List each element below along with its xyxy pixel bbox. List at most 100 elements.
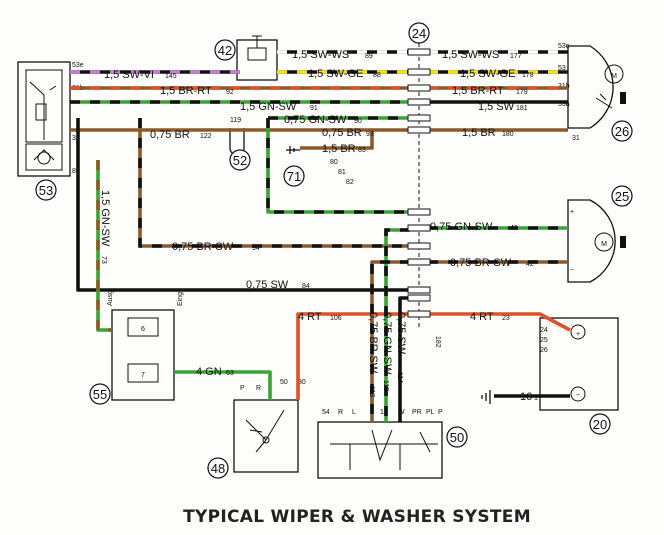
pump-motor-symbol: M (601, 241, 607, 248)
wire-num-181: 181 (516, 105, 528, 112)
wire-label-gn-sw-43: 0,75 GN-SW (430, 221, 493, 233)
wire-num-119: 119 (230, 117, 241, 124)
wire-label-br-sw-113: 0,75 BR-SW (367, 312, 379, 374)
wire-num-25: 25 (540, 337, 548, 344)
connector-terminal (407, 224, 431, 232)
wire-num-122: 122 (200, 133, 212, 140)
component-25: M 25 + − (567, 185, 633, 283)
wire-label-sw-vi: 1,5 SW-VI (104, 69, 154, 81)
wire-label-16: 16 (520, 391, 532, 403)
term-53e: 53e (72, 62, 84, 69)
term-50-PR: PR (412, 409, 422, 416)
component-48: P R L 50 30 48 (207, 379, 306, 479)
connector-terminal (407, 98, 431, 106)
wire-label-sw-ws-a: 1,5 SW-WS (292, 49, 349, 61)
wire-label-rt-106: 4 RT (298, 311, 322, 323)
wire-num-180: 180 (502, 131, 514, 138)
wire-label-br-122: 0,75 BR (150, 129, 190, 141)
connector-terminal (407, 84, 431, 92)
term-55-eing: Eing (177, 292, 184, 306)
component-52: 52 (229, 128, 251, 171)
connector-terminal (407, 310, 431, 318)
wire-num-91: 91 (310, 105, 318, 112)
component-20: + − 20 (539, 317, 619, 435)
wire-sw-114 (398, 296, 410, 422)
wire-group (70, 48, 571, 422)
wire-num-145: 145 (165, 73, 177, 80)
wire-90-down-stripe (266, 118, 410, 214)
wire-num-179: 179 (516, 89, 528, 96)
wire-label-rt-23: 4 RT (470, 311, 494, 323)
term-26-53a: 53a (558, 101, 570, 108)
label-53: 53 (39, 183, 53, 198)
component-24: 24 (408, 22, 430, 330)
wire-br-83 (300, 130, 374, 150)
label-20: 20 (593, 417, 607, 432)
wire-label-br-sw-94: 0,75 BR-SW (172, 241, 234, 253)
wire-num-1: 1 (534, 395, 538, 402)
wire-label-gn-sw-73: 1,5 GN-SW (99, 190, 111, 247)
term-50-R: R (338, 409, 343, 416)
component-42: 42 (214, 35, 278, 81)
term-31: 31 (72, 135, 80, 142)
wire-gn-sw-115-stripe (384, 228, 410, 422)
wire-label-sw-181: 1,5 SW (478, 101, 515, 113)
label-48: 48 (211, 461, 225, 476)
term-48-R: R (256, 385, 261, 392)
wire-label-sw-84: 0,75 SW (246, 279, 289, 291)
wire-label-gn-sw-115: 0,75 GN-SW (381, 312, 393, 375)
wire-gn-sw-73-stripe (96, 160, 112, 332)
term-48-50: 50 (280, 379, 288, 386)
wire-label-br-rt-a: 1,5 BR-RT (160, 85, 212, 97)
wire-label-br-83: 1,5 BR (322, 143, 356, 155)
connector-terminal (407, 258, 431, 266)
term-48-30: 30 (298, 379, 306, 386)
wire-label-br-93: 0,75 BR (322, 127, 362, 139)
term-55-ausg: Ausg (107, 290, 114, 306)
wire-num-83: 83 (358, 147, 366, 154)
term-55-7: 7 (141, 372, 145, 379)
component-50: 54 R L 15 W PR PL P 50 (317, 409, 468, 479)
ground-symbol (481, 390, 491, 404)
motor-symbol: M (611, 73, 617, 80)
wire-label-br-rt-b: 1,5 BR-RT (452, 85, 504, 97)
component-71: 71 (283, 146, 305, 187)
label-50: 50 (450, 430, 464, 445)
term-55-6: 6 (141, 326, 145, 333)
wire-label-gn-sw: 1,5 GN-SW (240, 101, 297, 113)
wire-num-24: 24 (540, 327, 548, 334)
wire-num-23: 23 (502, 315, 510, 322)
wire-num-89: 89 (365, 53, 373, 60)
wire-br-sw-113-stripe (370, 260, 410, 422)
wire-num-42: 42 (526, 261, 534, 268)
wire-num-80: 80 (330, 159, 338, 166)
wire-num-26: 26 (540, 347, 548, 354)
wire-label-sw-114: 0,75 SW (395, 312, 407, 355)
term-85: 85 (72, 168, 80, 175)
label-42: 42 (218, 43, 232, 58)
wire-num-93: 93 (366, 131, 374, 138)
connector-terminal (407, 286, 431, 294)
term-50-54: 54 (322, 409, 330, 416)
wire-num-92: 92 (226, 89, 234, 96)
wire-num-84: 84 (302, 283, 310, 290)
wire-num-43: 43 (510, 225, 518, 232)
label-25: 25 (615, 189, 629, 204)
term-26-53e: 53e (558, 43, 570, 50)
label-26: 26 (615, 124, 629, 139)
wire-num-73: 73 (100, 256, 107, 264)
wire-label-gn-sw-90: 0,75 GN-SW (284, 114, 347, 126)
label-24: 24 (412, 26, 426, 41)
wire-label-gn-63: 4 GN (196, 366, 222, 378)
term-25-plus: + (570, 209, 574, 216)
connector-terminal (407, 208, 431, 216)
wire-labels: 1,5 SW-VI 145 1,5 SW-WS 89 1,5 SW-WS 1 7 7… (99, 49, 548, 403)
wire-label-sw-ws-b: 1,5 SW-WS (442, 49, 499, 61)
wire-num-63: 63 (226, 370, 234, 377)
connector-terminal (407, 294, 431, 302)
wire-rt-23 (428, 312, 571, 332)
wire-num-114: 114 (396, 372, 403, 383)
component-55: 6 7 Ausg Eing 55 (89, 290, 184, 405)
